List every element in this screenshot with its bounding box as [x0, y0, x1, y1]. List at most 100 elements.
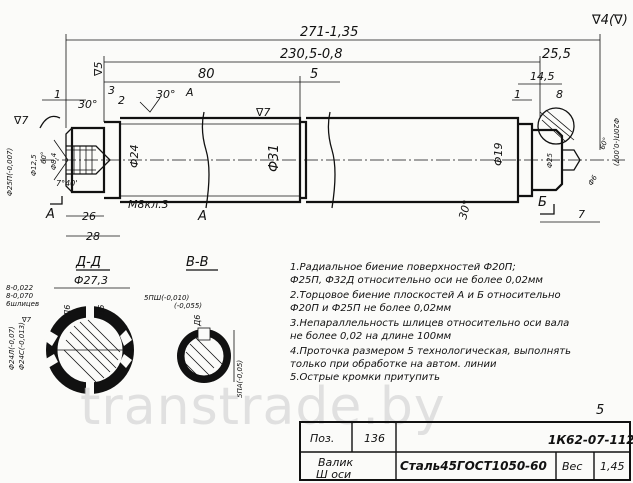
dim-26: 26 — [82, 210, 96, 223]
note-line-2: Ф25П, Ф32Д относительно оси не более 0,0… — [290, 274, 543, 286]
note-line-6: не более 0,02 на длине 100мм — [290, 330, 452, 342]
dim-7-right: 7 — [578, 208, 585, 221]
mark-B: Б — [538, 195, 547, 210]
section-dd-splines: 6шлицев — [6, 300, 39, 308]
section-dd-tol-top: 8-0,022 — [6, 284, 34, 292]
mark-5: 5 — [596, 403, 604, 418]
title-block: Поз. 136 1К62-07-112 Валик Ш оси Сталь45… — [299, 421, 633, 481]
left-leader — [39, 115, 61, 129]
dim-30-left: 30° — [78, 98, 98, 111]
rough-7-mid: ∇7 — [255, 106, 270, 119]
section-dd-d6-b: Д6 — [97, 305, 106, 317]
dim-80: 80 — [198, 67, 215, 82]
break-line-left — [201, 111, 210, 209]
angle-mark-30 — [139, 97, 161, 113]
right-journal — [532, 128, 564, 192]
section-vv-key: 5ПШ(-0,010) — [144, 294, 189, 302]
groove — [300, 120, 308, 200]
dim-7-40: 7°40' — [56, 179, 77, 188]
title-pos-value: 136 — [364, 432, 385, 445]
dim-20p: Ф20П(-0,007) — [612, 118, 620, 166]
dim-8-4: Ф8,4 — [50, 153, 58, 170]
section-dd-dia-24: Ф24Л(-0,07) — [8, 326, 16, 370]
technical-notes: 1.Радиальное биение поверхностей Ф20П; Ф… — [290, 261, 571, 383]
note-line-3: 2.Торцовое биение плоскостей А и Б относ… — [290, 289, 561, 301]
section-dd-hatch — [63, 319, 121, 383]
title-name-1: Валик — [318, 456, 353, 469]
section-arrow-B — [540, 204, 555, 215]
left-chamfer — [65, 127, 73, 193]
note-line-7: 4.Проточка размером 5 технологическая, в… — [290, 346, 571, 357]
dim-60-left: 60° — [40, 152, 48, 164]
detail-hatch-1 — [539, 111, 575, 141]
title-name-2: Ш оси — [316, 468, 351, 481]
dim-12-5: Ф12,5 — [30, 154, 38, 176]
note-line-4: Ф20П и Ф25П не более 0,02мм — [290, 302, 452, 314]
mark-A-bottom: А — [45, 207, 55, 222]
note-line-5: 3.Непараллельность шлицев относительно о… — [290, 318, 569, 329]
dim-overall-length: 271-1,35 — [300, 25, 358, 40]
right-step — [518, 122, 534, 198]
detail-hatch-2 — [545, 109, 573, 133]
thread-hatch — [73, 146, 93, 174]
mark-D-top: А — [185, 86, 194, 99]
dim-1-right: 1 — [514, 88, 521, 101]
rough-7-left: ∇7 — [13, 114, 28, 127]
dim-v5: ∇5 — [92, 62, 105, 77]
section-vv-d6: Д6 — [193, 315, 202, 327]
section-dd-tol-bot: 8-0,070 — [6, 292, 34, 300]
title-drawing-no: 1К62-07-112 — [548, 433, 633, 447]
dim-31: Ф31 — [267, 144, 282, 172]
dim-30-mid: 30° — [156, 88, 176, 101]
dim-14-5: 14,5 — [530, 70, 555, 83]
left-angle-lines — [53, 139, 69, 181]
dim-19: Ф19 — [492, 143, 505, 166]
dim-body-length: 230,5-0,8 — [280, 47, 343, 62]
dim-60-right: 60° — [598, 136, 610, 150]
section-dd-rough: ∇7 — [21, 316, 32, 324]
title-weight-label: Вес — [562, 460, 582, 473]
dim-30-right: 30° — [456, 199, 474, 221]
title-block-frame — [299, 421, 631, 481]
watermark: transtrade.by — [80, 377, 446, 437]
section-vv-hatch — [183, 337, 223, 379]
title-pos-label: Поз. — [310, 432, 334, 445]
detail-hatch-3 — [541, 119, 567, 143]
dim-8: 8 — [556, 88, 563, 101]
dim-thread: М8кл.3 — [128, 198, 169, 211]
step-24 — [104, 120, 122, 200]
splined-body — [120, 116, 302, 204]
dim-1-left: 1 — [54, 88, 61, 101]
thread-lines — [66, 149, 96, 171]
section-dd-dia-24-lo: Ф24С(-0,013) — [18, 322, 26, 370]
section-vv-side: 5ПА(-0,05) — [236, 360, 244, 398]
dim-2: 2 — [118, 94, 125, 107]
section-dd-d6-a: Д6 — [63, 305, 72, 317]
section-dd-dia-27-3: Ф27,3 — [74, 274, 108, 287]
left-journal — [70, 126, 106, 194]
title-weight-value: 1,45 — [600, 460, 625, 473]
title-material: Сталь45ГОСТ1050-60 — [400, 459, 547, 473]
dim-25-right: Ф25 — [546, 153, 554, 168]
section-vv-keyway — [197, 327, 211, 341]
dim-3: 3 — [108, 84, 115, 97]
section-vv-title: В-В — [186, 255, 209, 270]
break-line-right — [327, 111, 336, 209]
section-vv-key-b: (-0,055) — [174, 302, 202, 310]
roughness-general: ∇4(∇) — [591, 13, 628, 28]
dim-24: Ф24 — [128, 145, 141, 168]
section-arrow-A — [50, 196, 63, 205]
dim-6-right: Ф6 — [587, 173, 599, 187]
section-dd-title: Д-Д — [75, 255, 101, 270]
note-line-1: 1.Радиальное биение поверхностей Ф20П; — [290, 261, 516, 273]
dim-5: 5 — [310, 67, 318, 82]
right-center-hole — [562, 149, 581, 171]
mark-D-bottom: А — [197, 209, 207, 224]
note-line-9: 5.Острые кромки притупить — [290, 372, 440, 383]
dim-25-5: 25,5 — [542, 47, 571, 62]
detail-circle — [537, 107, 575, 145]
dim-25p: Ф25П(-0,007) — [6, 148, 14, 196]
note-line-8: только при обработке на автом. линии — [290, 358, 497, 370]
